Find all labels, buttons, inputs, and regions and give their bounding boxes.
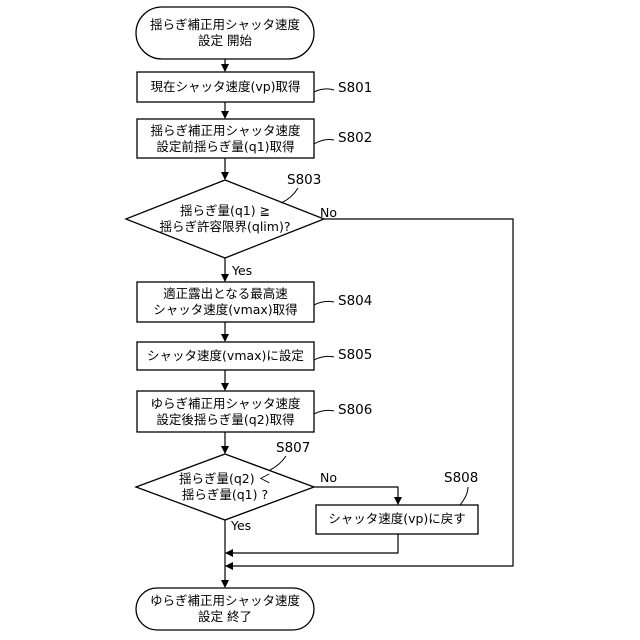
s805-box [137,342,314,370]
start-terminal [136,7,314,59]
step-id-s804: S804 [338,293,372,309]
s807-no-label: No [320,470,337,485]
arrow-s808-return [226,534,398,553]
arrow-s807-no-to-s808 [314,487,398,504]
s807-yes-label: Yes [231,518,251,533]
leader-s803 [281,188,298,203]
step-id-s803: S803 [287,172,321,188]
step-id-s801: S801 [338,80,372,96]
s804-box [137,282,314,322]
leader-s801 [314,89,334,92]
s801-box [137,72,314,102]
step-id-s807: S807 [276,440,310,456]
step-id-s806: S806 [338,402,372,418]
leader-s808 [460,487,468,505]
s802-box [137,119,314,158]
leader-s802 [314,140,334,145]
s803-no-label: No [320,205,337,220]
s808-box [316,505,478,534]
end-terminal [136,588,314,630]
s806-box [137,391,314,432]
leader-s805 [314,356,334,360]
leader-s806 [314,410,334,414]
leader-s807 [270,456,286,470]
s807-decision [136,454,314,520]
step-id-s802: S802 [338,130,372,146]
s803-yes-label: Yes [232,263,252,278]
step-id-s808: S808 [444,470,478,486]
leader-s804 [314,301,334,305]
s803-decision [126,180,324,258]
step-id-s805: S805 [338,347,372,363]
